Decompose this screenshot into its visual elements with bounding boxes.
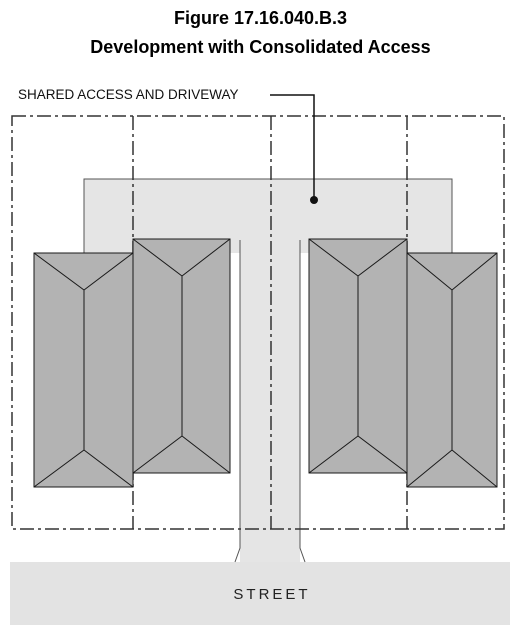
shared-driveway [84,179,452,562]
callout-leader [270,94,315,199]
street-label: STREET [233,586,310,603]
figure-number: Figure 17.16.040.B.3 [173,8,348,28]
callout-dot [310,196,318,204]
figure-caption: Development with Consolidated Access [90,37,431,57]
house-1 [33,252,134,488]
house-3 [308,238,408,474]
street [10,562,510,625]
shared-access-label: SHARED ACCESS AND DRIVEWAY [18,87,239,102]
house-2 [132,238,231,474]
driveway-outline [83,178,453,563]
house-4 [406,252,498,488]
